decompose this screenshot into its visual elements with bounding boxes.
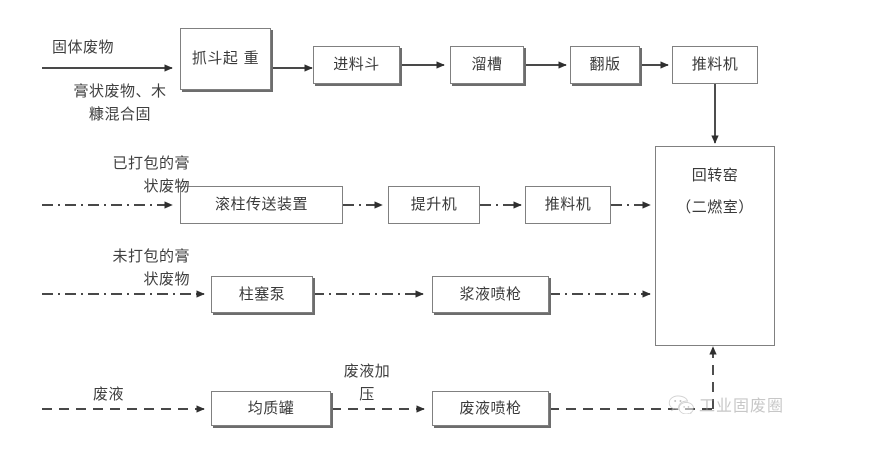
node-homogenizing-tank-label: 均质罐: [247, 398, 295, 417]
node-pusher-top-label: 推料机: [691, 55, 739, 74]
node-homogenizing-tank[interactable]: 均质罐: [211, 391, 331, 426]
source-label-unpacked-paste: 未打包的膏 状废物: [112, 247, 190, 288]
node-waste-liquid-lance-label: 废液喷枪: [459, 398, 522, 417]
node-plunger-pump-label: 柱塞泵: [238, 284, 286, 303]
node-rotary-kiln-label-line1: 回转窑: [691, 166, 739, 184]
node-chute-label: 溜槽: [471, 55, 503, 74]
node-grab-crane-label: 抓斗起 重: [191, 49, 260, 68]
node-rotary-kiln[interactable]: 回转窑 （二燃室）: [655, 146, 775, 346]
node-roller-conveyor[interactable]: 滚柱传送装置: [180, 186, 343, 224]
node-feed-hopper[interactable]: 进料斗: [313, 46, 400, 84]
node-rotary-kiln-label-line2: （二燃室）: [676, 197, 754, 216]
node-grab-crane[interactable]: 抓斗起 重: [180, 28, 271, 90]
node-elevator-label: 提升机: [410, 195, 458, 214]
source-label-waste-liquid: 废液: [93, 385, 125, 403]
node-flip-plate[interactable]: 翻版: [570, 46, 640, 84]
mid-label-waste-liquid-pressurize: 废液加 压: [343, 362, 391, 403]
node-pusher-top[interactable]: 推料机: [672, 46, 758, 84]
node-pusher-mid[interactable]: 推料机: [525, 186, 611, 224]
node-roller-conveyor-label: 滚柱传送装置: [214, 195, 308, 214]
watermark: 工业固废圈: [668, 392, 784, 416]
node-pusher-mid-label: 推料机: [544, 195, 592, 214]
source-label-solid-waste-bottom: 膏状废物、木 糠混合固: [73, 82, 167, 123]
source-label-solid-waste-top: 固体废物: [52, 38, 115, 56]
node-plunger-pump[interactable]: 柱塞泵: [211, 276, 313, 313]
node-chute[interactable]: 溜槽: [450, 46, 524, 84]
node-elevator[interactable]: 提升机: [388, 186, 480, 224]
node-waste-liquid-lance[interactable]: 废液喷枪: [432, 391, 549, 426]
wechat-logo-icon: [668, 395, 694, 414]
watermark-text: 工业固废圈: [699, 396, 785, 415]
node-flip-plate-label: 翻版: [589, 55, 621, 74]
source-label-packed-paste: 已打包的膏 状废物: [112, 154, 190, 195]
node-slurry-lance[interactable]: 浆液喷枪: [432, 276, 549, 313]
node-slurry-lance-label: 浆液喷枪: [459, 284, 522, 303]
node-feed-hopper-label: 进料斗: [333, 55, 380, 74]
